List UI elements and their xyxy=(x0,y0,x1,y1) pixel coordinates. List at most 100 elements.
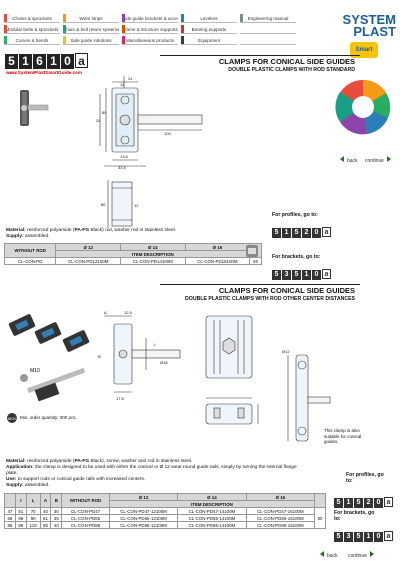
dim-24b: 24 xyxy=(96,118,101,123)
nav-item[interactable]: Side guide solutions xyxy=(63,36,119,45)
m10-label: M10 xyxy=(30,368,40,374)
ref-code-digit: 5 xyxy=(354,532,363,542)
ref-code-digit: 0 xyxy=(312,270,321,280)
nav-continue-top[interactable]: continue xyxy=(365,156,391,164)
dim-12b: 12 xyxy=(134,203,139,208)
material-label: Material: xyxy=(6,228,26,233)
nav-item[interactable]: Curves & bends xyxy=(4,36,60,45)
nav-item xyxy=(240,36,296,45)
col-header: Ø 14 xyxy=(120,243,186,251)
table-cell: 47 xyxy=(4,507,16,515)
item-description-header: ITEM DESCRIPTION xyxy=(55,250,251,258)
table-cell: 50 xyxy=(249,257,262,265)
package-icon xyxy=(246,245,258,257)
nav-item[interactable]: Chain & belt return systems xyxy=(63,25,119,34)
ref-code-digit: 5 xyxy=(334,532,343,542)
nav-color-tab xyxy=(122,14,125,22)
nav-item-label: Wear strips xyxy=(79,16,103,21)
ref-code-digit: 5 xyxy=(292,228,301,238)
nav-item[interactable]: Modular belts & sprockets xyxy=(4,25,60,34)
nav-item[interactable]: Chains & sprockets xyxy=(4,14,60,23)
table-cell: CL-CON-PD47-14100M xyxy=(177,507,247,515)
logo-line2: PLAST xyxy=(353,24,396,39)
table-cell: 61 xyxy=(39,514,52,522)
section1-title: CLAMPS FOR CONICAL SIDE GUIDES xyxy=(218,57,355,66)
nav-back-top[interactable]: back xyxy=(340,156,358,164)
table-cell: CL-CON-PD47-16100M xyxy=(245,507,316,515)
col-header xyxy=(314,493,326,508)
nav-item xyxy=(240,25,296,34)
section1-profiles-label: For profiles, go to: xyxy=(272,212,318,218)
site-url[interactable]: www.SystemPlastSmartGuide.com xyxy=(6,70,82,75)
col-header-without-rod: WITHOUT ROD xyxy=(3,243,57,258)
application-text: the clamp is designed to be used with ei… xyxy=(6,465,297,476)
use-text: to support rods or conical guide rails w… xyxy=(16,477,146,482)
clamp-drawing-side: 80 12 xyxy=(101,180,139,228)
nav-color-tab xyxy=(240,14,243,22)
nav-item-label: Levelers xyxy=(200,16,218,21)
nav-color-tab xyxy=(4,25,7,33)
material-text2: Black), screw, washer and rod in stainle… xyxy=(89,459,193,464)
section1-material: Material: reinforced polyamide (PA-FG Bl… xyxy=(6,228,256,234)
material-text2: Black) nut, washer rod in stainless stee… xyxy=(89,228,177,233)
dim-33-5: 33.5 xyxy=(118,165,127,170)
nav-continue-bottom[interactable]: continue xyxy=(348,551,374,559)
brand-logo[interactable]: SYSTEM PLAST xyxy=(326,13,396,39)
nav-item[interactable]: Engineering manual xyxy=(240,14,296,23)
clamp2-drawing-side: Ø12 xyxy=(282,349,331,442)
nav-item[interactable]: Miscellaneous products xyxy=(122,36,178,45)
nav-back-bottom[interactable]: back xyxy=(320,551,338,559)
dim-a: A xyxy=(104,310,107,315)
table-cell: CL-CON-PD85-16100M xyxy=(245,521,316,529)
clamp2-drawing-top xyxy=(205,315,253,379)
page-code-digit: a xyxy=(75,53,88,68)
section1-subtitle: DOUBLE PLASTIC CLAMPS WITH ROD STANDARD xyxy=(228,67,355,73)
table-cell: 90 xyxy=(25,514,41,522)
item-description-header: ITEM DESCRIPTION xyxy=(108,500,316,508)
col-header: Ø 14 xyxy=(177,493,247,501)
page-code-digit: 6 xyxy=(33,54,46,69)
col-header xyxy=(4,493,16,508)
supply-label: Supply: xyxy=(6,483,24,488)
page-code-digit: 5 xyxy=(5,54,18,69)
nav-item[interactable]: Side guide brackets & accessories xyxy=(122,14,178,23)
category-wheel-icon xyxy=(335,80,391,135)
nav-item[interactable]: Bearing supports xyxy=(181,25,237,34)
ref-code-digit: 2 xyxy=(364,498,373,508)
dim-80b: 80 xyxy=(101,202,106,207)
nav-item-label: Frame & structure supports xyxy=(122,27,178,32)
clamp-photo-centers xyxy=(8,314,90,352)
table-cell: 65 xyxy=(4,514,16,522)
material-text: reinforced polyamide ( xyxy=(25,228,75,233)
nav-item-label: Bearing supports xyxy=(191,27,227,32)
table-cell: 70 xyxy=(25,507,41,515)
section2-title: CLAMPS FOR CONICAL SIDE GUIDES xyxy=(218,286,355,295)
page-code-digit: 1 xyxy=(47,54,60,69)
section1-supply: Supply: assembled. xyxy=(6,234,49,240)
table-cell: 40 xyxy=(39,507,52,515)
nav-item[interactable]: Frame & structure supports xyxy=(122,25,178,34)
table-cell: CL-CON-PD65 xyxy=(61,514,110,522)
ref-code-digit: 0 xyxy=(374,532,383,542)
ref-code-digit: 0 xyxy=(374,498,383,508)
nav-item-label: Side guide solutions xyxy=(70,38,112,43)
section2-supply: Supply: assembled. xyxy=(6,483,306,489)
nav-item-label: Curves & bends xyxy=(15,38,49,43)
section2-brackets-label: For brackets, go to: xyxy=(334,510,375,522)
material-text: reinforced polyamide ( xyxy=(25,459,75,464)
nav-item[interactable]: Wear strips xyxy=(63,14,119,23)
nav-item[interactable]: Equipment xyxy=(181,36,237,45)
nav-item[interactable]: Levelers xyxy=(181,14,237,23)
table-cell: CL-CON-PD65-12100M xyxy=(108,514,179,522)
table-cell: CL-CON-PD85 xyxy=(61,521,110,529)
continue-arrow-icon xyxy=(386,156,391,162)
application-label: Application: xyxy=(6,465,34,470)
clamp-drawing-front: 24 12 24 80 100 13.6 33.5 xyxy=(96,76,203,170)
